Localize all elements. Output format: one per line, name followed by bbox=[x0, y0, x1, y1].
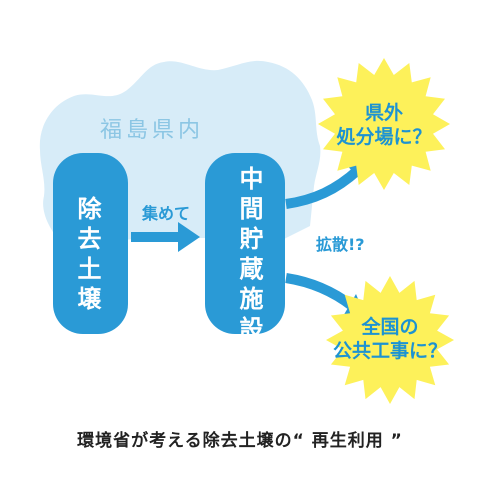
collect-label: 集めて bbox=[142, 204, 191, 223]
outside-line1: 県外 bbox=[364, 102, 403, 124]
public-line2: 公共工事に？ bbox=[332, 340, 447, 362]
facility-label: 中間貯蔵施設 bbox=[235, 166, 263, 346]
spread-label: 拡散!? bbox=[316, 235, 365, 254]
public-works-text: 全国の 公共工事に？ bbox=[330, 315, 450, 363]
facility-box bbox=[205, 153, 285, 334]
region-label: 福島県内 bbox=[100, 118, 205, 143]
outside-disposal-burst bbox=[318, 58, 450, 190]
collect-arrow bbox=[131, 222, 200, 252]
public-line1: 全国の bbox=[361, 316, 419, 338]
outside-disposal-text: 県外 処分場に？ bbox=[324, 101, 444, 149]
caption: 環境省が考える除去土壌の“ 再生利用 ” bbox=[77, 431, 403, 451]
outside-line2: 処分場に？ bbox=[336, 126, 432, 148]
soil-box bbox=[53, 153, 128, 334]
public-works-burst bbox=[326, 276, 454, 404]
soil-label: 除去土壌 bbox=[73, 196, 101, 316]
